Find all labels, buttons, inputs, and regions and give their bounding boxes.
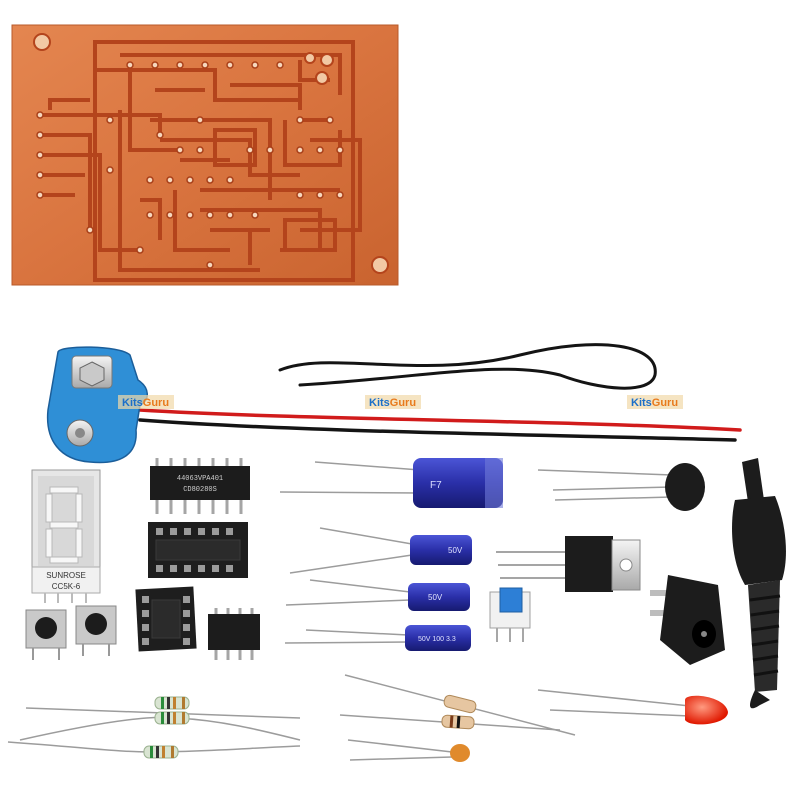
svg-text:44063VPA401: 44063VPA401 [177, 475, 223, 483]
push-button-2 [75, 605, 117, 656]
capacitor-large: F7 [279, 458, 503, 508]
svg-text:50V: 50V [428, 593, 443, 602]
svg-text:50V 100 3.3: 50V 100 3.3 [418, 636, 456, 643]
resistor-5 [339, 714, 561, 731]
led-icon [537, 689, 728, 725]
pcb-board-icon [11, 24, 399, 286]
ic-chip-small [208, 608, 260, 660]
resistor-2 [19, 711, 301, 741]
battery-clip-icon [46, 346, 148, 464]
watermark-right: KitsGuru [627, 395, 683, 409]
svg-text:KitsGuru: KitsGuru [122, 397, 169, 409]
capacitor-small-3: 50V 100 3.3 [284, 625, 471, 651]
seven-segment-display: SUNROSE CC5K-6 [31, 469, 101, 603]
svg-text:KitsGuru: KitsGuru [369, 397, 416, 409]
svg-text:50V: 50V [448, 546, 463, 555]
svg-text:CD80280S: CD80280S [183, 486, 217, 494]
dc-plug-icon [732, 458, 786, 709]
resistor-4 [344, 674, 576, 736]
ic-socket-small [135, 586, 197, 652]
wire-pair [138, 343, 742, 442]
push-button-1 [25, 609, 67, 660]
self-locking-switch [489, 587, 531, 642]
voltage-regulator-icon [496, 536, 641, 592]
resistor-3 [7, 741, 301, 759]
ceramic-capacitor [347, 739, 470, 762]
ic-socket-large [148, 522, 248, 578]
ic-chip-large: 44063VPA401 CD80280S [150, 458, 250, 514]
svg-text:F7: F7 [430, 480, 442, 491]
capacitor-small-2: 50V [285, 579, 470, 611]
svg-text:SUNROSE: SUNROSE [46, 571, 86, 580]
dc-jack-icon [650, 575, 725, 665]
watermark-left: KitsGuru [118, 395, 174, 409]
watermark-center: KitsGuru [365, 395, 421, 409]
capacitor-small-1: 50V [289, 527, 472, 574]
buzzer-icon [537, 463, 705, 511]
svg-text:CC5K-6: CC5K-6 [52, 582, 81, 591]
svg-text:KitsGuru: KitsGuru [631, 397, 678, 409]
